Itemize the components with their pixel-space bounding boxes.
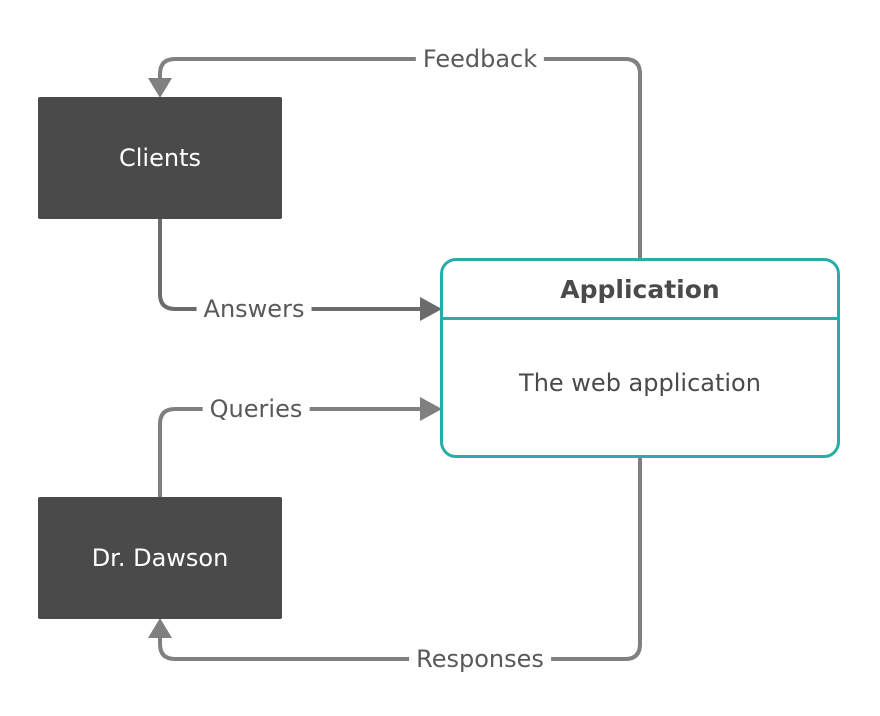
queries-connector	[158, 407, 425, 498]
queries-arrowhead	[420, 397, 442, 421]
entity-dr-dawson-label: Dr. Dawson	[91, 544, 229, 572]
entity-clients[interactable]: Clients	[38, 97, 282, 219]
entity-clients-label: Clients	[119, 144, 201, 172]
flow-label-feedback: Feedback	[415, 44, 545, 74]
process-title: Application	[443, 261, 837, 320]
flow-label-queries: Queries	[202, 394, 310, 424]
flow-label-answers: Answers	[196, 294, 312, 324]
answers-arrowhead	[420, 297, 442, 321]
feedback-arrowhead	[148, 78, 172, 98]
flow-label-responses: Responses	[409, 644, 551, 674]
process-description: The web application	[519, 368, 761, 397]
process-application[interactable]: Application The web application	[440, 258, 840, 458]
answers-connector	[158, 218, 425, 311]
feedback-connector	[158, 57, 642, 258]
entity-dr-dawson[interactable]: Dr. Dawson	[38, 497, 282, 619]
responses-connector	[158, 458, 642, 661]
responses-arrowhead	[148, 618, 172, 638]
